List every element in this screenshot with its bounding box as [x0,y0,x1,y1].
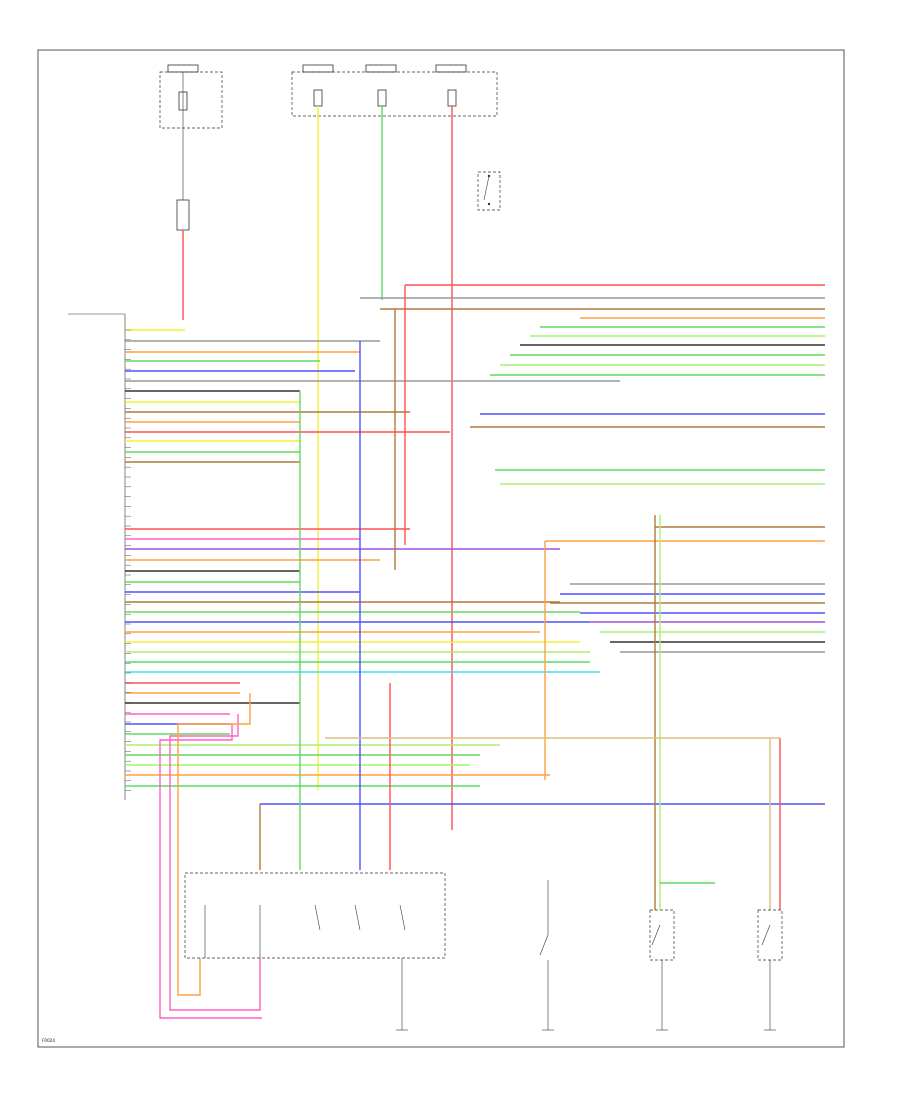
switch-bottom-3 [757,909,783,1030]
component-left [176,150,190,231]
connector-pin-numbers [125,329,131,791]
left-loops [159,693,262,1019]
control-module [68,313,126,800]
wire-bundle [125,329,620,787]
switch-bottom-1 [539,880,549,1030]
fuse-block-center [291,64,498,117]
switch-top-right [477,171,501,211]
diagram-frame [37,49,845,1048]
right-harness [260,284,825,805]
vertical-drops [259,285,781,910]
switch-module-bottom [184,872,446,1030]
footer-code: F0024 [42,1038,55,1043]
fuse-block-left [159,64,223,150]
switch-bottom-2 [649,882,715,1030]
